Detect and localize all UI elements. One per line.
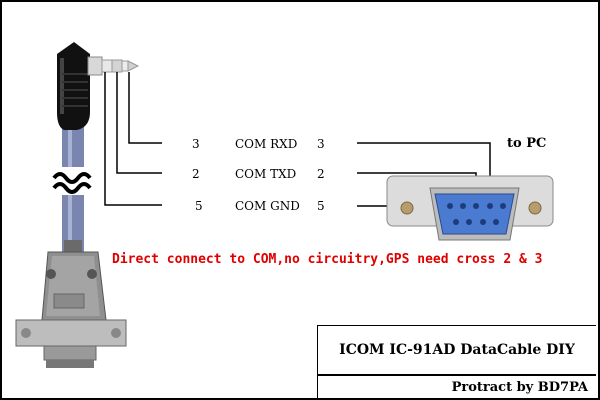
db9-hood-cable-end [15,240,127,368]
audio-jack-plug [57,42,140,130]
author-box: Protract by BD7PA [317,375,596,398]
cable-break-symbol [52,172,92,194]
db9-pin-rxd: 3 [317,137,325,151]
jack-pin-txd: 2 [192,167,200,181]
signal-label-txd: COM TXD [235,167,297,181]
jack-wires [104,72,162,206]
to-pc-label: to PC [507,136,547,151]
jack-pin-gnd: 5 [195,199,203,213]
jack-pin-rxd: 3 [192,137,200,151]
diagram-title: ICOM IC-91AD DataCable DIY [339,342,575,358]
db9-pin-gnd: 5 [317,199,325,213]
signal-label-gnd: COM GND [235,199,300,213]
wiring-note: Direct connect to COM,no circuitry,GPS n… [112,252,543,267]
cable [54,97,90,257]
signal-label-rxd: COM RXD [235,137,298,151]
author-credit: Protract by BD7PA [451,379,588,395]
title-box: ICOM IC-91AD DataCable DIY [317,325,596,375]
db9-connector-pc [386,175,554,241]
db9-pin-txd: 2 [317,167,325,181]
